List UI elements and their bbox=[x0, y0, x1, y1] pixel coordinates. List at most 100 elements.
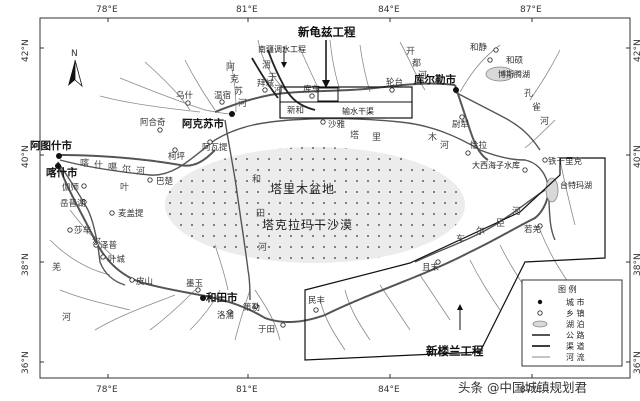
diversion-arrowhead bbox=[281, 62, 287, 68]
town-shaya: 沙雅 bbox=[328, 119, 346, 130]
town-minfeng: 民丰 bbox=[308, 295, 326, 306]
reservoir-label: 大西海子水库 bbox=[472, 160, 520, 170]
desert-dots bbox=[165, 147, 465, 263]
town-bachu: 巴楚 bbox=[156, 176, 174, 187]
town-yecheng: 叶城 bbox=[108, 255, 126, 265]
river-cherchen-4: 河 bbox=[512, 205, 521, 217]
lon-label-bottom-81: 81°E bbox=[236, 385, 258, 395]
highways bbox=[57, 82, 550, 323]
xinguizi-label: 新龟兹工程 bbox=[298, 25, 356, 39]
north-arrow: N bbox=[68, 49, 83, 88]
river-weigan-1: 渭 bbox=[262, 60, 271, 71]
river-kashgar-1: 喀 bbox=[80, 157, 89, 169]
lon-label-top-84: 84°E bbox=[378, 5, 400, 15]
watermark: 头条 @中国城镇规划君 bbox=[458, 380, 587, 395]
river-kashgar-3: 噶 bbox=[108, 161, 117, 173]
aksu-label: 阿克苏市 bbox=[182, 117, 224, 130]
kashgar-label: 喀什市 bbox=[46, 166, 78, 179]
legend-lake-symbol bbox=[532, 320, 548, 328]
legend-town-label: 乡 镇 bbox=[566, 308, 585, 318]
river-tarim-3: 木 bbox=[428, 131, 437, 143]
town-awati: 阿瓦提 bbox=[202, 142, 228, 153]
artux-marker bbox=[56, 153, 62, 159]
legend-canal-label: 渠 道 bbox=[566, 341, 585, 351]
hotan-marker bbox=[200, 295, 206, 301]
lat-label-left-42: 42°N bbox=[21, 39, 31, 62]
xinloulan-boundary bbox=[304, 157, 606, 361]
river-yarkand-2: 尔 bbox=[92, 235, 101, 247]
xinguizi-arrowhead bbox=[322, 80, 330, 88]
town-kuche: 库车 bbox=[303, 84, 320, 95]
town-shache: 莎车 bbox=[74, 225, 91, 236]
legend-highway-label: 公 路 bbox=[566, 330, 585, 340]
river-hotan-2: 田 bbox=[256, 208, 265, 219]
river-kaidu-2: 都 bbox=[412, 58, 421, 69]
river-tarim-1: 塔 bbox=[350, 129, 359, 141]
town-wushi: 乌什 bbox=[176, 90, 194, 101]
north-label: N bbox=[71, 49, 78, 59]
river-aksu-3: 苏 bbox=[234, 85, 243, 97]
town-tieganlike: 铁干里克 bbox=[548, 156, 583, 167]
bosten-label: 博斯腾湖 bbox=[498, 69, 530, 79]
town-hejing: 和静 bbox=[470, 42, 488, 53]
tarim-river bbox=[59, 118, 556, 241]
river-kongque-1: 孔 bbox=[524, 88, 533, 99]
lat-label-right-40: 40°N bbox=[633, 145, 640, 168]
xinloulan-label: 新楼兰工程 bbox=[426, 344, 484, 358]
cherchen-river bbox=[414, 189, 546, 263]
kashgar-marker bbox=[55, 163, 61, 169]
lat-label-right-36: 36°N bbox=[633, 351, 640, 374]
river-hotan-3: 河 bbox=[258, 241, 267, 253]
river-kashgar-5: 河 bbox=[136, 165, 145, 177]
main-canal-label: 输水干渠 bbox=[342, 106, 374, 116]
town-luopu: 洛浦 bbox=[217, 310, 235, 321]
river-kongque-2: 雀 bbox=[532, 101, 541, 113]
bosten-lake bbox=[485, 66, 515, 82]
water-canals bbox=[251, 49, 316, 111]
legend-city-label: 城 市 bbox=[566, 297, 585, 307]
river-kashgar-2: 什 bbox=[94, 159, 103, 171]
town-maigaiti: 麦盖提 bbox=[118, 208, 144, 219]
town-yuepuhu: 岳普湖 bbox=[60, 198, 86, 209]
xinguizi-subbox bbox=[317, 87, 339, 102]
aksu-marker bbox=[229, 111, 235, 117]
town-luntai: 轮台 bbox=[386, 77, 403, 88]
river-tarim-2: 里 bbox=[372, 132, 381, 143]
lat-label-right-38: 38°N bbox=[633, 253, 640, 276]
legend-city-symbol bbox=[537, 299, 543, 305]
town-yutian: 于田 bbox=[258, 325, 275, 335]
legend-town-symbol bbox=[537, 310, 543, 316]
river-aksu-4: 河 bbox=[238, 97, 247, 109]
legend-river-label: 河 流 bbox=[566, 352, 585, 362]
river-cherchen-3: 臣 bbox=[496, 218, 505, 229]
hotan-label: 和田市 bbox=[205, 291, 238, 304]
town-wensu: 温宿 bbox=[214, 90, 231, 101]
town-yuli: 尉犁 bbox=[452, 119, 470, 130]
korla-marker bbox=[453, 87, 459, 93]
river-kashgar-4: 尔 bbox=[122, 163, 131, 175]
river-cherchen-1: 车 bbox=[456, 233, 465, 245]
river-kaidu-3: 河 bbox=[418, 69, 427, 81]
lon-label-top-87: 87°E bbox=[520, 5, 542, 15]
desert-label: 塔克拉玛干沙漠 bbox=[262, 217, 353, 232]
graticule-ticks bbox=[40, 18, 630, 378]
town-cele: 策勒 bbox=[243, 302, 260, 313]
lon-label-bottom-78: 78°E bbox=[96, 385, 118, 395]
town-qiala: 恰拉 bbox=[470, 140, 488, 151]
legend-lake-label: 湖 泊 bbox=[566, 319, 585, 329]
river-aksu-1: 阿 bbox=[226, 62, 235, 73]
lat-label-left-40: 40°N bbox=[21, 145, 31, 168]
town-heshuo: 和硕 bbox=[506, 56, 524, 66]
lon-label-bottom-84: 84°E bbox=[378, 385, 400, 395]
lon-label-top-81: 81°E bbox=[236, 5, 258, 15]
river-cherchen-2: 尔 bbox=[476, 225, 485, 237]
legend-title: 图 例 bbox=[558, 284, 577, 294]
xinloulan-arrowhead bbox=[457, 304, 463, 310]
town-ruoqiang: 若羌 bbox=[524, 224, 542, 235]
yarkand-river bbox=[59, 164, 126, 286]
town-pishan: 皮山 bbox=[136, 276, 153, 287]
korla-label: 库尔勒市 bbox=[414, 73, 456, 86]
river-weigan-3: 河 bbox=[274, 83, 283, 95]
town-qiemo: 且末 bbox=[422, 262, 440, 273]
